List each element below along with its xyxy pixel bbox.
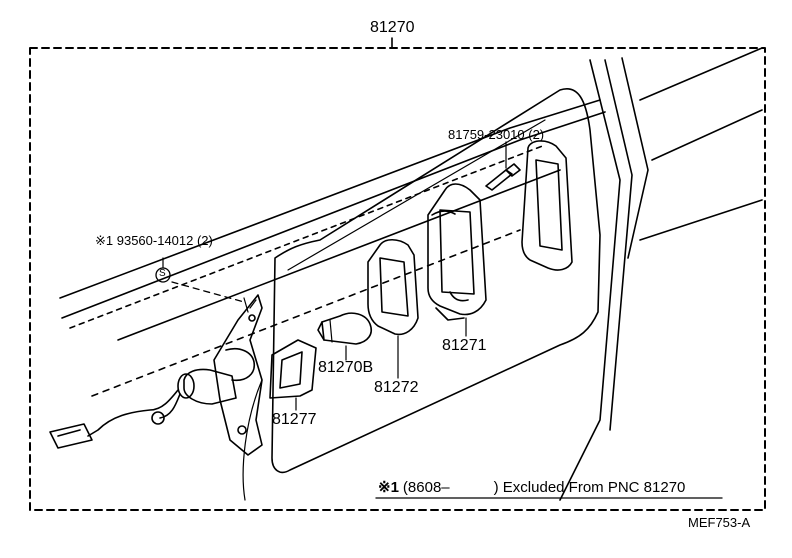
s-mark-letter: S xyxy=(159,268,166,279)
diagram-code: MEF753-A xyxy=(688,515,751,530)
bracket-81277 xyxy=(269,339,317,399)
label-81272: 81272 xyxy=(374,379,419,396)
lens-81271 xyxy=(427,183,487,321)
socket-housing xyxy=(213,294,263,456)
cover-part xyxy=(521,140,573,271)
label-screw-81759: 81759-23010 (2) xyxy=(448,127,545,142)
wire-harness xyxy=(87,389,181,437)
label-81271: 81271 xyxy=(442,337,487,354)
note: ※1(8608– ) Excluded From PNC 81270 xyxy=(378,480,685,495)
label-81270: 81270 xyxy=(370,19,415,36)
bulb-81270B xyxy=(317,312,372,345)
label-81270B: 81270B xyxy=(318,359,374,376)
note-text: ) Excluded From PNC 81270 xyxy=(493,479,686,496)
note-prefix: ※1 xyxy=(378,479,399,496)
label-screw-93560: ※1 93560-14012 (2) xyxy=(95,233,213,248)
gasket-81272 xyxy=(367,238,419,336)
assembly-boundary xyxy=(29,47,766,511)
connector xyxy=(49,423,93,449)
screw-81759 xyxy=(485,163,521,191)
screw-s-leader xyxy=(171,281,245,303)
vehicle-body-panel xyxy=(59,47,763,501)
label-81277: 81277 xyxy=(272,411,317,428)
socket-bulb-holder xyxy=(177,368,237,405)
note-date: (8608– xyxy=(402,479,450,496)
